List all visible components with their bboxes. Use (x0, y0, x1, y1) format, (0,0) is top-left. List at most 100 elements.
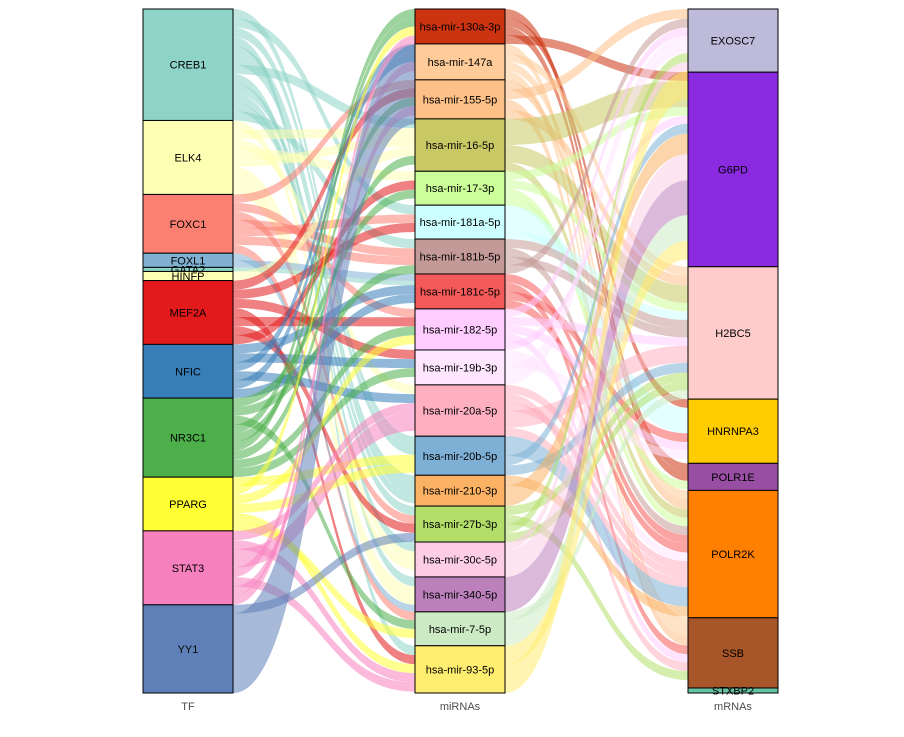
mirna-mrna-flow (505, 515, 688, 681)
node-hsa-mir-181b-5p: hsa-mir-181b-5p (414, 238, 506, 275)
node-label: HINFP (172, 271, 205, 283)
tf-mirna-flow (233, 512, 415, 674)
tf-mirna-flow (233, 415, 415, 630)
node-label: hsa-mir-181a-5p (420, 217, 501, 229)
tf-mirna-flow (233, 111, 415, 249)
tf-mirna-flow (233, 79, 415, 203)
node-label: ELK4 (175, 152, 202, 164)
node-yy1: YY1 (142, 604, 234, 694)
node-label: hsa-mir-7-5p (429, 624, 491, 636)
node-g6pd: G6PD (687, 71, 779, 268)
node-box (414, 645, 506, 694)
node-box (414, 118, 506, 172)
node-box (414, 204, 506, 240)
node-hsa-mir-27b-3p: hsa-mir-27b-3p (414, 505, 506, 543)
node-label: NFIC (175, 366, 201, 378)
tf-mirna-flow (233, 97, 415, 676)
node-stat3: STAT3 (142, 530, 234, 606)
mirna-mrna-flow (505, 196, 688, 490)
mirna-mrna-flow (505, 18, 688, 274)
node-label: SSB (722, 648, 744, 660)
node-label: CREB1 (170, 60, 207, 72)
node-exosc7: EXOSC7 (687, 8, 779, 73)
mirna-mrna-flow (505, 44, 688, 385)
node-hsa-mir-147a: hsa-mir-147a (414, 43, 506, 81)
node-box (687, 8, 779, 73)
mirna-mrna-flow (505, 215, 688, 629)
tf-mirna-flow (233, 80, 415, 658)
node-label: STAT3 (172, 563, 205, 575)
mirna-mrna-flow (505, 89, 688, 137)
node-hsa-mir-155-5p: hsa-mir-155-5p (414, 79, 506, 120)
mirna-mrna-flow (505, 333, 688, 663)
mirna-mrna-flow (505, 239, 688, 329)
node-label: hsa-mir-340-5p (423, 589, 498, 601)
node-label: hsa-mir-30c-5p (423, 554, 497, 566)
mirna-mrna-flow (505, 89, 688, 693)
node-pparg: PPARG (142, 476, 234, 532)
tf-mirna-flow (233, 26, 415, 496)
node-box (687, 489, 779, 619)
tf-mirna-flow (233, 17, 415, 451)
tf-mirna-flow (233, 236, 415, 266)
node-box (142, 193, 234, 254)
node-label: hsa-mir-93-5p (426, 664, 494, 676)
tf-mirna-flow (233, 64, 415, 129)
tf-mirna-flow (233, 97, 415, 443)
node-hsa-mir-16-5p: hsa-mir-16-5p (414, 118, 506, 172)
node-mef2a: MEF2A (142, 280, 234, 345)
node-hsa-mir-340-5p: hsa-mir-340-5p (414, 576, 506, 613)
node-box (687, 687, 779, 694)
node-box (142, 119, 234, 195)
mirna-mrna-flow (505, 232, 688, 646)
mirna-mrna-flow (505, 70, 688, 675)
tf-mirna-flow (233, 83, 415, 504)
node-box (687, 398, 779, 464)
node-box (414, 238, 506, 275)
mirna-mrna-flow (505, 80, 688, 684)
mirna-mrna-flow (505, 62, 688, 551)
tf-mirna-flow (233, 53, 415, 632)
mirna-mrna-flow (505, 384, 688, 570)
node-label: MEF2A (170, 307, 207, 319)
axis-label-tf: TF (181, 701, 195, 713)
node-label: YY1 (178, 644, 199, 656)
axis-label-mrnas: mRNAs (714, 701, 752, 713)
node-polr2k: POLR2K (687, 489, 779, 619)
node-elk4: ELK4 (142, 119, 234, 195)
node-hsa-mir-181c-5p: hsa-mir-181c-5p (414, 273, 506, 310)
flow-layer (233, 9, 688, 693)
node-hsa-mir-130a-3p: hsa-mir-130a-3p (414, 8, 506, 45)
node-hsa-mir-93-5p: hsa-mir-93-5p (414, 645, 506, 694)
mirna-mrna-flow (505, 143, 688, 507)
tf-mirna-flow (233, 298, 415, 360)
mirna-mrna-flow (505, 250, 688, 665)
node-polr1e: POLR1E (687, 462, 779, 491)
mirna-mrna-flow (505, 153, 688, 303)
node-box (414, 349, 506, 386)
node-foxc1: FOXC1 (142, 193, 234, 254)
node-label: hsa-mir-181b-5p (420, 252, 501, 264)
node-label: hsa-mir-20b-5p (423, 451, 498, 463)
node-label: G6PD (718, 164, 748, 176)
mirna-mrna-flow (505, 52, 688, 276)
tf-mirna-flow (233, 189, 415, 407)
mirna-mrna-flow (505, 9, 688, 473)
tf-mirna-flow (233, 35, 415, 605)
mirna-mrna-flow (505, 475, 688, 617)
mirna-mrna-flow (505, 282, 688, 655)
node-label: EXOSC7 (711, 36, 756, 48)
tf-mirna-flow (233, 9, 415, 434)
mirna-mrna-flow (505, 436, 688, 597)
node-label: hsa-mir-155-5p (423, 94, 498, 106)
tf-mirna-flow (233, 577, 415, 692)
node-box (142, 530, 234, 606)
node-layer: CREB1ELK4FOXC1FOXL1GATA2HINFPMEF2ANFICNR… (142, 8, 779, 697)
node-label: hsa-mir-19b-3p (423, 362, 498, 374)
tf-mirna-flow (233, 44, 415, 623)
mirna-mrna-flow (505, 179, 688, 312)
mirna-mrna-flow (505, 145, 688, 295)
mirna-mrna-flow (505, 154, 688, 560)
node-box (414, 308, 506, 351)
